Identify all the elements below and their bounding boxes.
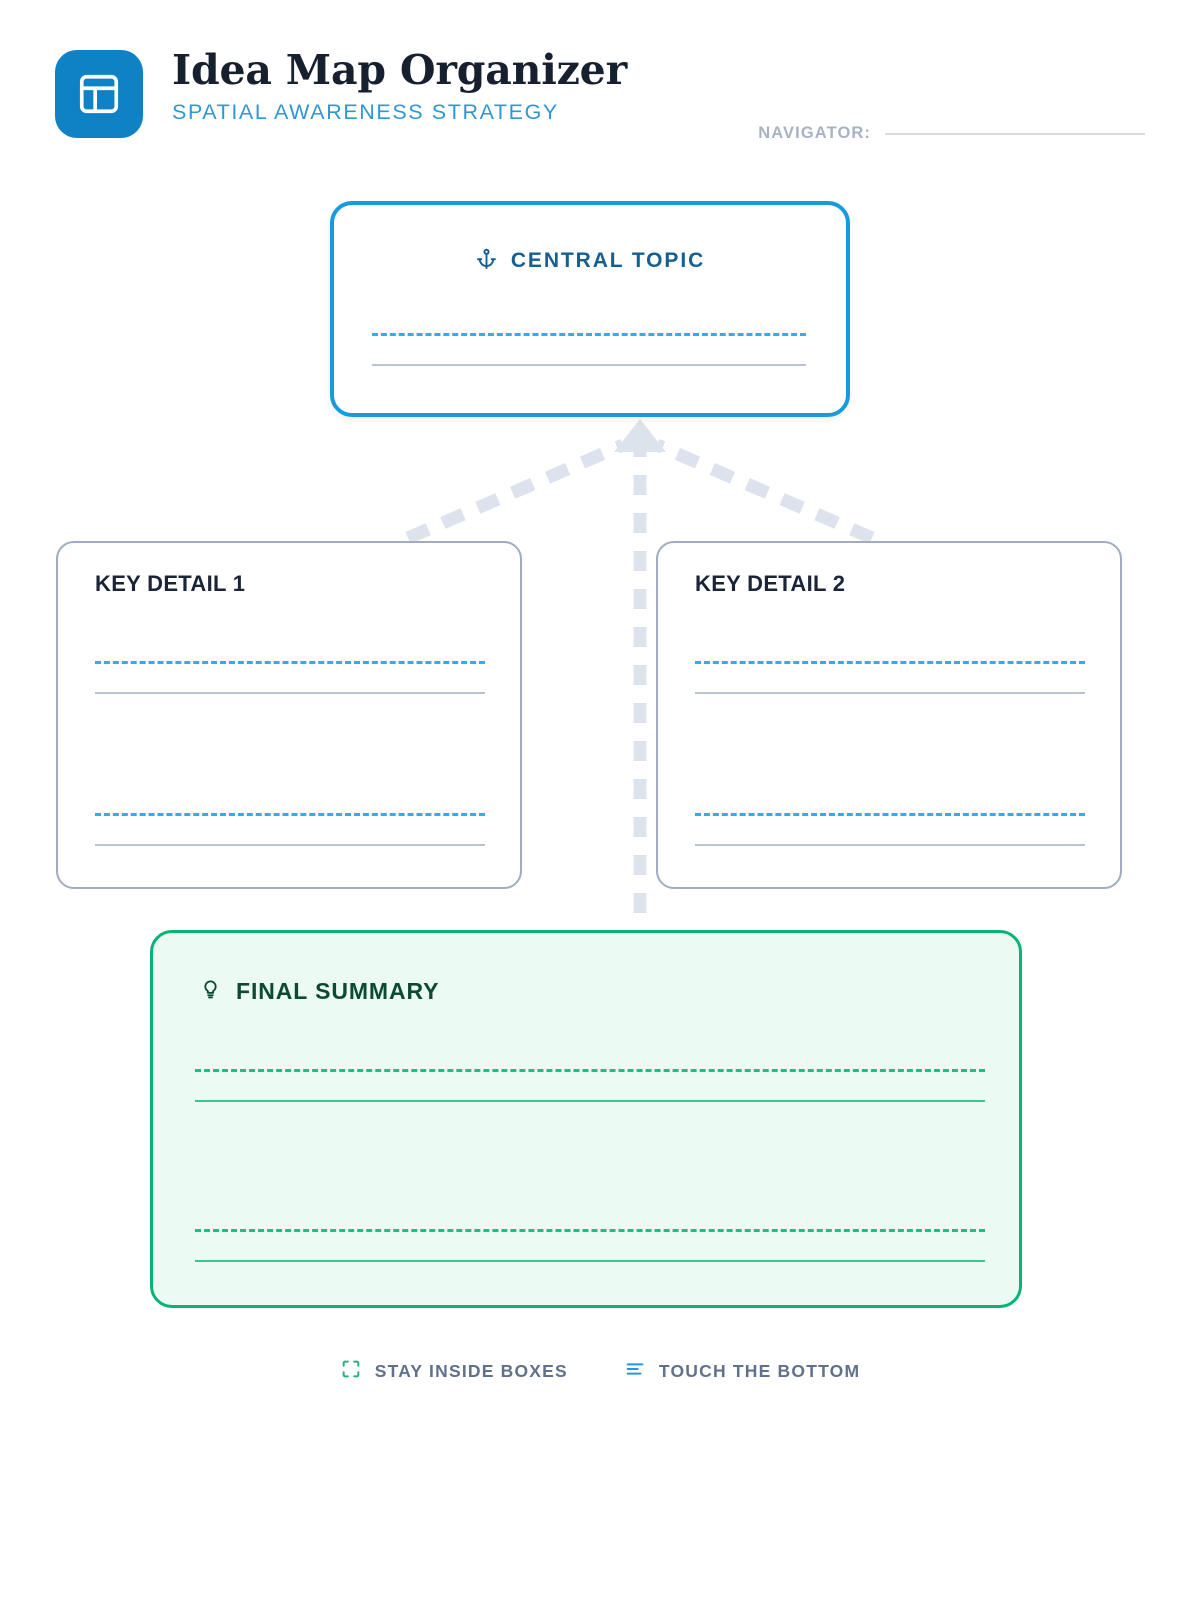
tip-label: STAY INSIDE BOXES (374, 1361, 568, 1381)
tip-stay-inside-boxes: STAY INSIDE BOXES (340, 1358, 568, 1385)
baseline-write-line[interactable] (695, 844, 1085, 846)
central-topic-write-area[interactable] (372, 333, 806, 366)
final-summary-write-area-row-2[interactable] (195, 1229, 985, 1262)
key-detail-1-write-area-row-2[interactable] (95, 813, 485, 846)
baseline-write-line[interactable] (695, 692, 1085, 694)
central-topic-header: CENTRAL TOPIC (334, 247, 846, 275)
align-lines-icon (624, 1358, 646, 1385)
connector-right (654, 439, 875, 544)
page-header: Idea Map Organizer SPATIAL AWARENESS STR… (55, 46, 1145, 148)
connector-arrowhead (614, 419, 666, 452)
central-topic-card[interactable]: CENTRAL TOPIC (330, 201, 850, 417)
dashed-guide-line (695, 661, 1085, 664)
final-summary-title: FINAL SUMMARY (236, 977, 440, 1004)
baseline-write-line[interactable] (95, 844, 485, 846)
key-detail-2-write-area-row-2[interactable] (695, 813, 1085, 846)
baseline-write-line[interactable] (372, 364, 806, 366)
crop-brackets-icon (340, 1358, 362, 1385)
navigator-write-line[interactable] (885, 132, 1145, 135)
dashed-guide-line (95, 813, 485, 816)
connector-left (405, 439, 626, 544)
key-detail-2-card[interactable]: KEY DETAIL 2 (656, 541, 1122, 889)
navigator-label: NAVIGATOR: (758, 124, 871, 142)
key-detail-1-title: KEY DETAIL 1 (95, 571, 246, 596)
dashed-guide-line (372, 333, 806, 336)
baseline-write-line[interactable] (95, 692, 485, 694)
baseline-write-line[interactable] (195, 1100, 985, 1102)
final-summary-write-area-row-1[interactable] (195, 1069, 985, 1102)
final-summary-card[interactable]: FINAL SUMMARY (150, 930, 1022, 1308)
page-title: Idea Map Organizer (172, 46, 627, 94)
navigator-field[interactable]: NAVIGATOR: (758, 124, 1145, 143)
final-summary-header: FINAL SUMMARY (199, 977, 1019, 1005)
tip-touch-the-bottom: TOUCH THE BOTTOM (624, 1358, 860, 1385)
dashed-guide-line (695, 813, 1085, 816)
tip-label: TOUCH THE BOTTOM (658, 1361, 861, 1381)
dashed-guide-line (195, 1069, 985, 1072)
layout-dashboard-icon (76, 71, 122, 117)
page-subtitle: SPATIAL AWARENESS STRATEGY (172, 99, 559, 124)
lightbulb-icon (199, 977, 222, 1005)
dashed-guide-line (95, 661, 485, 664)
title-block: Idea Map Organizer SPATIAL AWARENESS STR… (172, 46, 627, 125)
dashed-guide-line (195, 1229, 985, 1232)
app-logo-badge (55, 50, 143, 138)
footer-tips: STAY INSIDE BOXES TOUCH THE BOTTOM (0, 1358, 1200, 1385)
key-detail-1-card[interactable]: KEY DETAIL 1 (56, 541, 522, 889)
key-detail-2-write-area-row-1[interactable] (695, 661, 1085, 694)
key-detail-1-write-area-row-1[interactable] (95, 661, 485, 694)
central-topic-title: CENTRAL TOPIC (510, 249, 706, 272)
anchor-icon (475, 247, 498, 275)
baseline-write-line[interactable] (195, 1260, 985, 1262)
key-detail-2-title: KEY DETAIL 2 (695, 571, 846, 596)
